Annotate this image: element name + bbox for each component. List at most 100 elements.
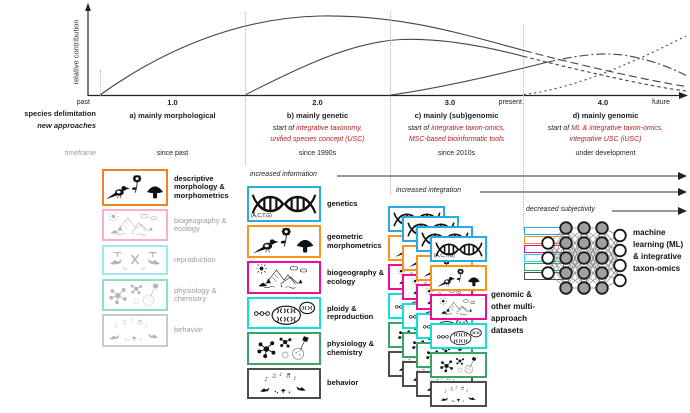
- morphology-label: descriptive morphology & morphometrics: [174, 173, 229, 200]
- stacked-landscape-box: [430, 294, 487, 320]
- relative-contribution-graph: [85, 3, 688, 99]
- title-d: d) mainly genomic: [572, 111, 639, 120]
- chromosomes-icon: [251, 300, 317, 326]
- approach-b-prefix: start of: [272, 125, 297, 132]
- genomic-curve-projection: [523, 35, 687, 96]
- physiology-item-a: physiology & chemistry: [102, 279, 246, 311]
- music-notes-icon: [106, 317, 164, 344]
- landscape-icon: [435, 298, 483, 317]
- approach-d-line2: integrative USC (iUSC): [569, 136, 642, 143]
- bird-flower-mushroom-icon: [251, 228, 317, 255]
- stacked-notes-box: [430, 381, 487, 407]
- timeframe-d: under development: [575, 150, 636, 157]
- increased-integration-label: increased integration: [396, 187, 461, 194]
- version-2: 2.0: [312, 98, 323, 107]
- ploidy-box: [247, 297, 321, 329]
- increased-information-label: increased information: [250, 171, 317, 178]
- geometric-morphometrics-box: [247, 225, 321, 258]
- divider-1-2: [245, 12, 246, 165]
- genomic-datasets-label: genomic & other multi-approach datasets: [491, 290, 535, 335]
- divider-past: [100, 70, 101, 96]
- stacked-morpho-box: [430, 265, 487, 291]
- decreased-subjectivity-label: decreased subjectivity: [526, 206, 595, 213]
- machine-learning-label: machine learning (ML) & integrative taxo…: [633, 228, 684, 273]
- behavior-label-a: behavior: [174, 325, 203, 335]
- row-label-species-delimitation: species delimitation: [24, 109, 96, 118]
- molecule-icon: [106, 282, 164, 308]
- molecule-icon: [435, 356, 483, 375]
- landscape-icon: [105, 212, 165, 238]
- molecule-icon: [252, 335, 316, 362]
- biogeography-item-a: biogeography & ecology: [102, 209, 246, 241]
- decreased-subjectivity-arrow: [612, 207, 687, 215]
- geometric-morphometrics-item: geometric morphometrics: [247, 225, 391, 258]
- behavior-item-a: behavior: [102, 314, 246, 347]
- ploidy-item: ploidy & reproduction: [247, 297, 391, 329]
- morpho-icon: [435, 269, 483, 288]
- genetics-label: genetics: [327, 198, 358, 208]
- approach-d-prefix: start of: [547, 125, 572, 132]
- morphology-box: [102, 169, 168, 206]
- timeframe-c: since 2010s: [437, 150, 476, 157]
- increased-information-arrow: [337, 172, 687, 180]
- reproduction-box-a: [102, 245, 168, 275]
- bird-flower-mushroom-icon: [105, 174, 165, 202]
- divider-present: [523, 25, 524, 230]
- physiology-box-a: [102, 279, 168, 311]
- title-c: c) mainly (sub)genomic: [414, 111, 499, 120]
- notes-icon: [435, 385, 483, 404]
- version-4: 4.0: [597, 98, 609, 107]
- genetic-curve: [244, 38, 525, 96]
- biogeography-box-b: [247, 261, 321, 294]
- morphology-item: descriptive morphology & morphometrics: [102, 169, 246, 206]
- y-axis-label: relative contribution: [71, 19, 81, 85]
- biogeography-item-b: biogeography & ecology: [247, 261, 391, 294]
- stacked-molecule-box: [430, 352, 487, 378]
- approach-c-prefix: start of: [407, 125, 432, 132]
- ploidy-icon: [435, 327, 483, 346]
- divider-2-3: [390, 12, 391, 195]
- timeline-past: past: [76, 99, 90, 106]
- approach-b-line1: start of integrative taxonomy,: [272, 125, 363, 132]
- timeline-present: present: [498, 99, 522, 106]
- subgenomic-curve: [389, 61, 547, 96]
- approach-d-line1: start of ML & integrative taxon-omics,: [547, 125, 664, 132]
- biogeography-label-b: biogeography & ecology: [327, 268, 385, 286]
- row-label-timeframe: timeframe: [64, 150, 96, 157]
- approach-c-line1: start of integrative taxon-omics,: [407, 125, 506, 132]
- ploidy-label: ploidy & reproduction: [327, 303, 374, 321]
- neural-network-icon: [541, 221, 627, 295]
- music-notes-icon: [252, 371, 316, 396]
- biogeography-label-a: biogeography & ecology: [174, 215, 227, 233]
- behavior-item-b: behavior: [247, 368, 391, 399]
- physiology-item-b: physiology & chemistry: [247, 332, 391, 365]
- timeline-future: future: [652, 99, 670, 106]
- version-1: 1.0: [167, 98, 178, 107]
- increased-integration-arrow: [480, 188, 687, 196]
- landscape-icon: [251, 264, 317, 291]
- physiology-box-b: [247, 332, 321, 365]
- dna-bases-label: (A,C,T,G): [434, 253, 455, 259]
- morphology-curve-projection: [523, 49, 687, 88]
- reproduction-label-a: reproduction: [174, 254, 216, 264]
- genetic-curve-projection: [523, 55, 687, 92]
- reproduction-item-a: reproduction: [102, 245, 246, 275]
- physiology-label-b: physiology & chemistry: [327, 339, 375, 357]
- geometric-morphometrics-label: geometric morphometrics: [327, 232, 382, 250]
- behavior-box-a: [102, 314, 168, 347]
- morphology-curve: [99, 15, 525, 96]
- approach-b-line2: unified species concept (USC): [270, 136, 365, 143]
- row-label-new-approaches: new approaches: [37, 121, 96, 130]
- biogeography-box-a: [102, 209, 168, 241]
- title-b: b) mainly genetic: [286, 111, 349, 120]
- genetics-item: (A,C,T,G) genetics: [247, 186, 391, 222]
- behavior-label-b: behavior: [327, 378, 359, 388]
- timeframe-b: since 1990s: [298, 150, 337, 157]
- physiology-label-a: physiology & chemistry: [174, 285, 217, 303]
- behavior-box-b: [247, 368, 321, 399]
- timeframe-a: since past: [156, 150, 189, 157]
- version-3: 3.0: [444, 98, 456, 107]
- dna-bases-label: (A,C,T,G): [251, 213, 272, 219]
- stacked-ploidy-box: [430, 323, 487, 349]
